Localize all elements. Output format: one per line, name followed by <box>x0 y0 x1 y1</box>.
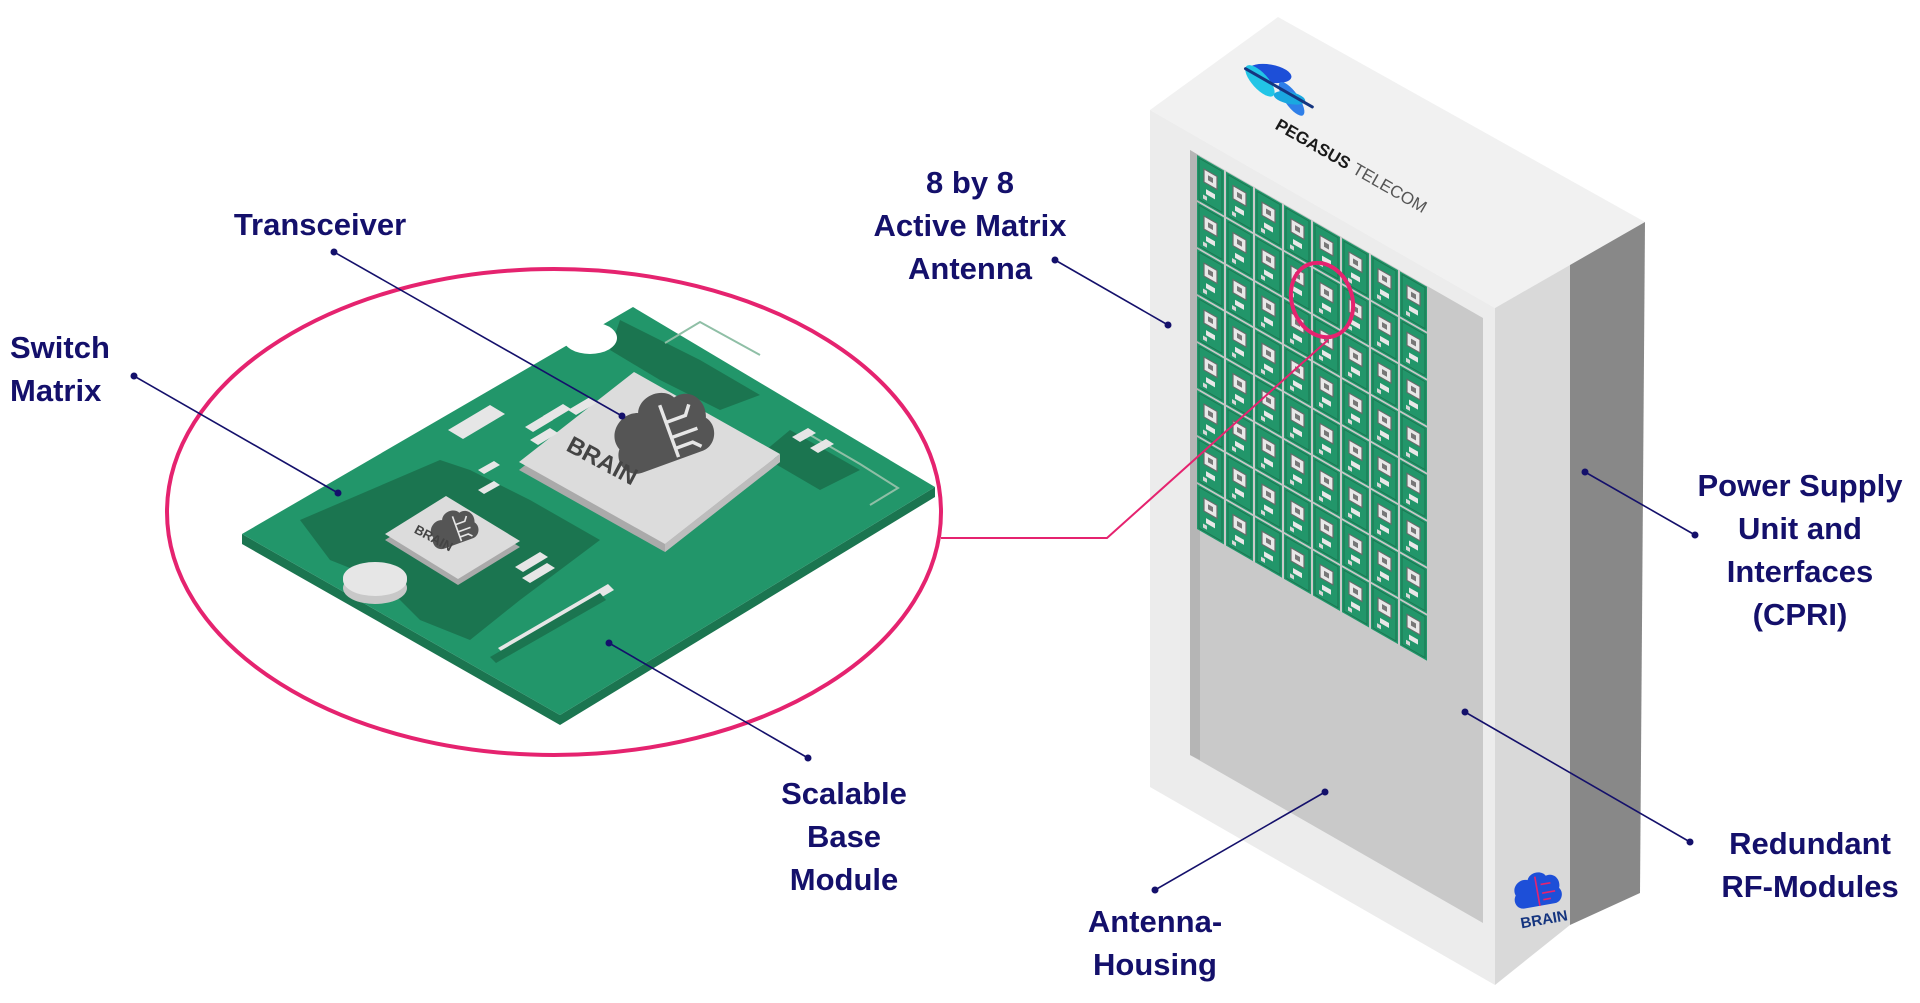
callout-rf-modules: Redundant RF-Modules <box>1700 822 1920 908</box>
callout-line: RF-Modules <box>1721 869 1899 904</box>
brain-corner-logo: BRAIN <box>1514 872 1569 932</box>
callout-transceiver: Transceiver <box>210 203 430 246</box>
antenna-housing <box>1150 17 1645 985</box>
callout-line: (CPRI) <box>1752 597 1848 632</box>
board-dark-region-2 <box>610 320 760 410</box>
leader-switch-matrix <box>133 375 339 494</box>
transceiver-chip: BRAIN <box>519 372 780 552</box>
switch-matrix-chip: BRAIN <box>385 496 520 585</box>
callout-base-module: Scalable Base Module <box>744 772 944 901</box>
callout-line: Matrix <box>10 373 102 408</box>
callout-line: Interfaces <box>1726 554 1874 589</box>
leader-base-module <box>608 642 809 759</box>
callout-line: Redundant <box>1729 826 1891 861</box>
callout-line: Base <box>806 819 882 854</box>
leader-transceiver <box>333 251 623 417</box>
callout-line: Unit and <box>1738 511 1862 546</box>
board-components <box>343 397 834 663</box>
callout-switch-matrix: Switch Matrix <box>10 326 170 412</box>
callout-line: Antenna <box>908 251 1032 286</box>
board-dark-region-3 <box>760 430 860 490</box>
base-module-board: BRAIN BRAIN <box>242 307 935 725</box>
leader-lines <box>130 248 1699 894</box>
leader-rf-modules <box>1464 711 1691 843</box>
module-highlight-ellipse <box>165 267 943 757</box>
callout-line: Antenna- <box>1087 904 1223 939</box>
board-trace <box>664 320 900 506</box>
callout-line: Power Supply <box>1697 468 1903 503</box>
callout-line: 8 by 8 <box>926 165 1014 200</box>
housing-side <box>1570 222 1645 925</box>
callout-line: Active Matrix <box>873 208 1067 243</box>
dragonfly-icon <box>1243 63 1314 116</box>
callout-active-matrix: 8 by 8 Active Matrix Antenna <box>850 161 1090 290</box>
callout-line: Scalable <box>781 776 907 811</box>
callout-power-supply: Power Supply Unit and Interfaces (CPRI) <box>1680 464 1920 636</box>
tile-highlight-circle <box>1288 260 1356 340</box>
mounting-hole <box>563 322 617 354</box>
callout-line: Transceiver <box>233 207 407 242</box>
brain-icon <box>1514 872 1562 909</box>
leader-power-supply <box>1584 471 1696 536</box>
callout-housing: Antenna- Housing <box>1055 900 1255 986</box>
zoom-connector-line <box>941 339 1329 539</box>
leader-active-matrix <box>1054 259 1169 326</box>
leader-housing <box>1154 791 1326 891</box>
callout-line: Module <box>789 862 899 897</box>
housing-rim <box>1495 265 1570 985</box>
callout-line: Switch <box>10 330 110 365</box>
callout-line: Housing <box>1093 947 1217 982</box>
